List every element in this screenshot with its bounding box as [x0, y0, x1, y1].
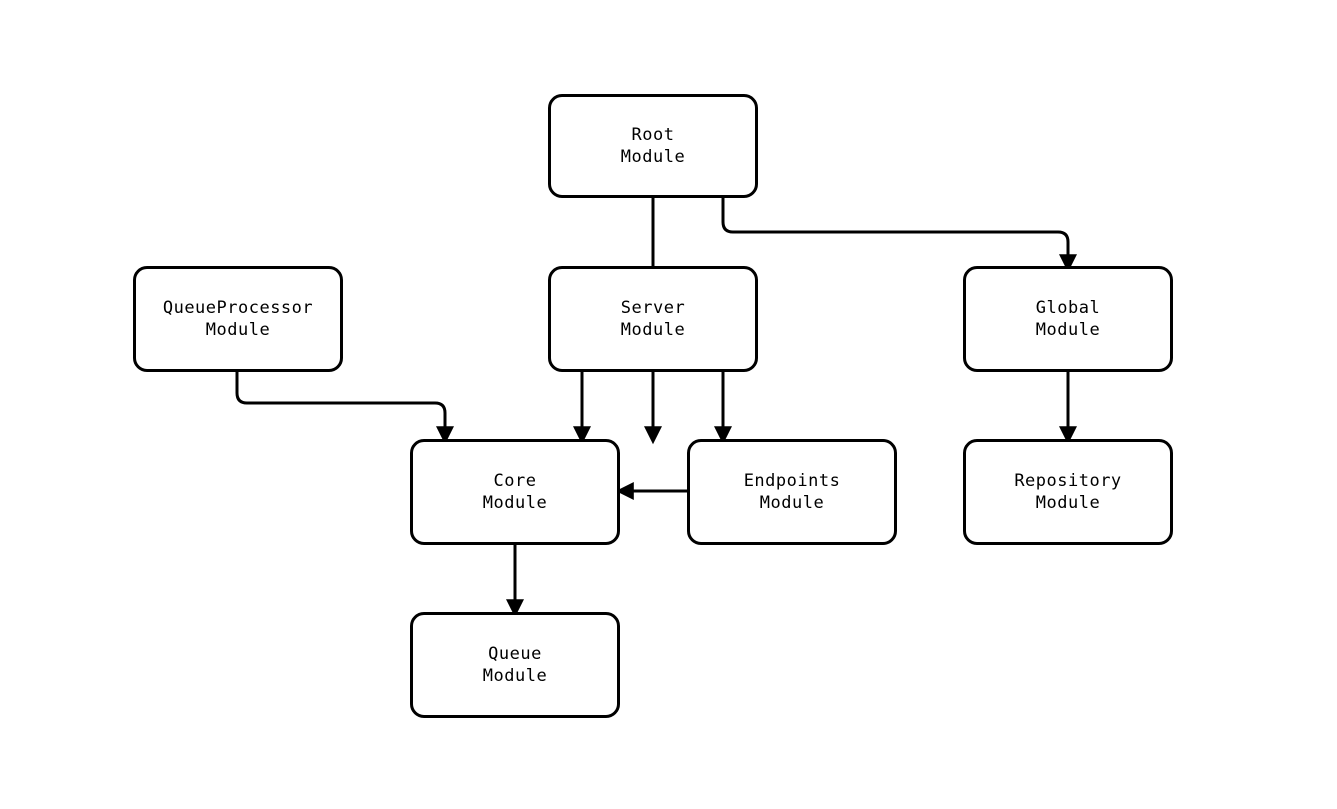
node-root-module-label-line2: Module: [620, 147, 686, 167]
edge-root-to-global: [721, 198, 1077, 273]
node-global-module[interactable]: Global Module: [963, 266, 1173, 372]
node-queue-module-label-line2: Module: [482, 666, 548, 686]
node-global-module-label-line2: Module: [1035, 320, 1101, 340]
node-queue-module[interactable]: Queue Module: [410, 612, 620, 718]
edges-group: [235, 198, 1077, 618]
node-repository-module[interactable]: Repository Module: [963, 439, 1173, 545]
node-core-module[interactable]: Core Module: [410, 439, 620, 545]
node-root-module-label-line1: Root: [631, 125, 675, 145]
node-server-module[interactable]: Server Module: [548, 266, 758, 372]
node-endpoints-module[interactable]: Endpoints Module: [687, 439, 897, 545]
node-queueprocessor-module-label-line1: QueueProcessor: [162, 298, 314, 318]
node-core-module-label-line1: Core: [493, 471, 537, 491]
node-endpoints-module-label-line2: Module: [759, 493, 825, 513]
node-server-module-label-line1: Server: [620, 298, 686, 318]
edge-queueprocessor-to-core: [235, 372, 454, 445]
node-root-module[interactable]: Root Module: [548, 94, 758, 198]
node-repository-module-label-line2: Module: [1035, 493, 1101, 513]
node-queueprocessor-module-label-line2: Module: [205, 320, 271, 340]
node-repository-module-label-line1: Repository: [1014, 471, 1122, 491]
node-queueprocessor-module[interactable]: QueueProcessor Module: [133, 266, 343, 372]
node-global-module-label-line1: Global: [1035, 298, 1101, 318]
node-endpoints-module-label-line1: Endpoints: [743, 471, 841, 491]
node-core-module-label-line2: Module: [482, 493, 548, 513]
node-queue-module-label-line1: Queue: [488, 644, 542, 664]
node-server-module-label-line2: Module: [620, 320, 686, 340]
